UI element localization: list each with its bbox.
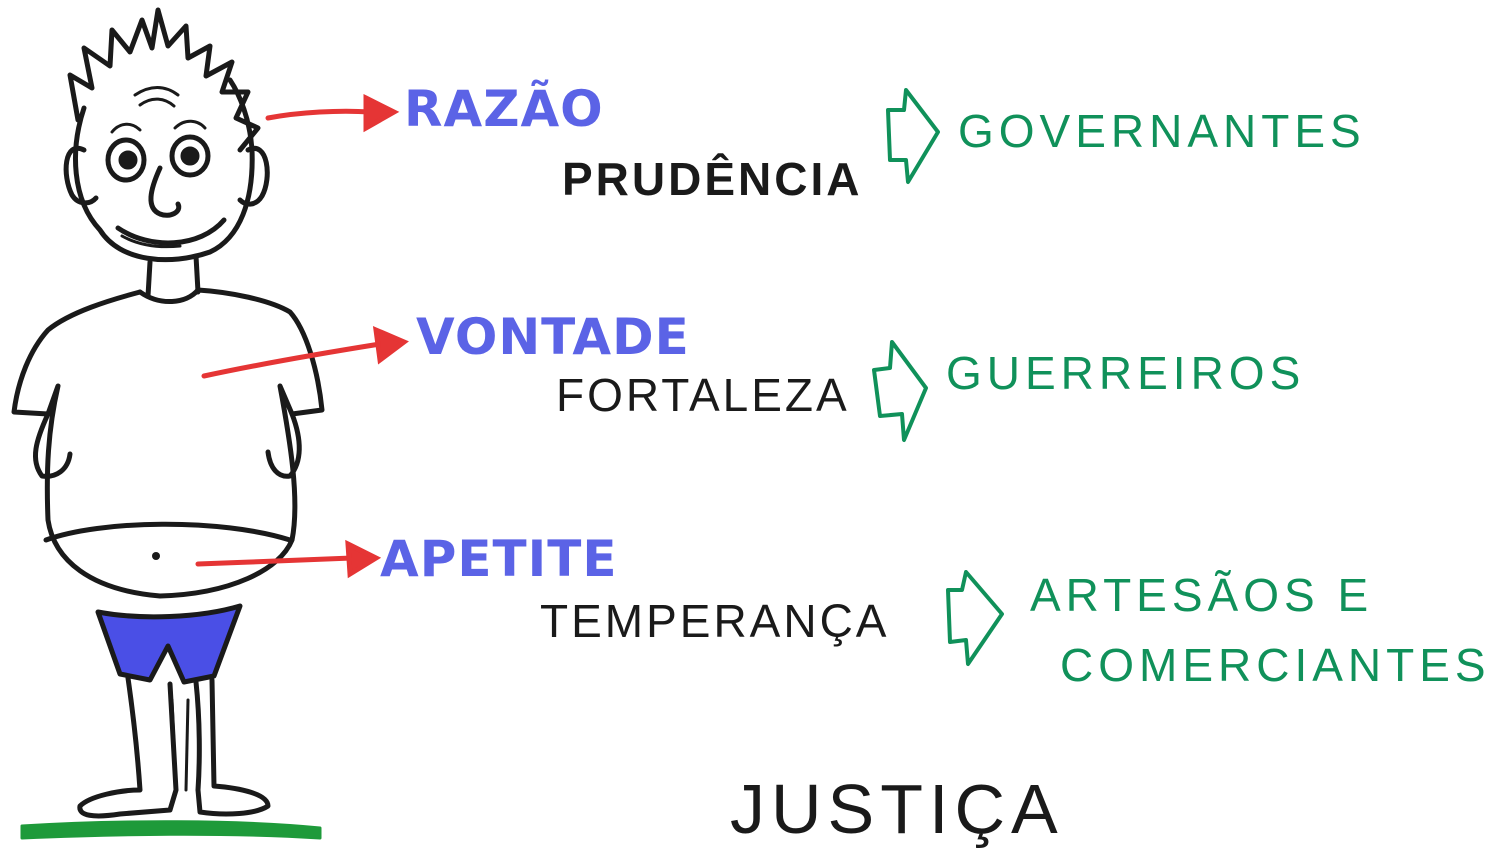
nose	[148, 165, 182, 218]
class-label-line2: COMERCIANTES	[1060, 639, 1491, 691]
class-label: GOVERNANTES	[958, 105, 1366, 157]
belt-line	[43, 521, 293, 543]
left-leg	[77, 675, 179, 819]
virtue-label: FORTALEZA	[556, 369, 850, 421]
class-label: GUERREIROS	[946, 347, 1306, 399]
soul-part-label: VONTADE	[416, 308, 690, 366]
soul-part-label: RAZÃO	[404, 80, 604, 138]
class-label: ARTESÃOS E	[1030, 569, 1374, 621]
justice-title: JUSTIÇA	[730, 770, 1064, 848]
right-eye	[169, 134, 211, 178]
red-arrow-icon	[265, 93, 400, 133]
green-outline-arrow-icon	[872, 340, 928, 442]
green-outline-arrow-icon	[886, 88, 940, 184]
grass	[20, 820, 322, 840]
right-ear	[237, 145, 270, 207]
cartoon-man-figure	[11, 7, 325, 840]
head	[73, 77, 255, 263]
shirt	[11, 287, 325, 599]
shorts	[95, 603, 243, 685]
soul-part-label: APETITE	[380, 530, 618, 588]
left-eye	[105, 137, 147, 183]
virtue-label: TEMPERANÇA	[540, 595, 890, 647]
virtue-label: PRUDÊNCIA	[562, 153, 863, 205]
green-outline-arrow-icon	[946, 570, 1004, 666]
red-arrow-icon	[195, 539, 382, 579]
right-leg	[193, 677, 271, 817]
navel	[152, 552, 160, 560]
red-arrow-icon	[201, 325, 409, 379]
left-ear	[63, 145, 99, 206]
mouth	[115, 217, 227, 246]
